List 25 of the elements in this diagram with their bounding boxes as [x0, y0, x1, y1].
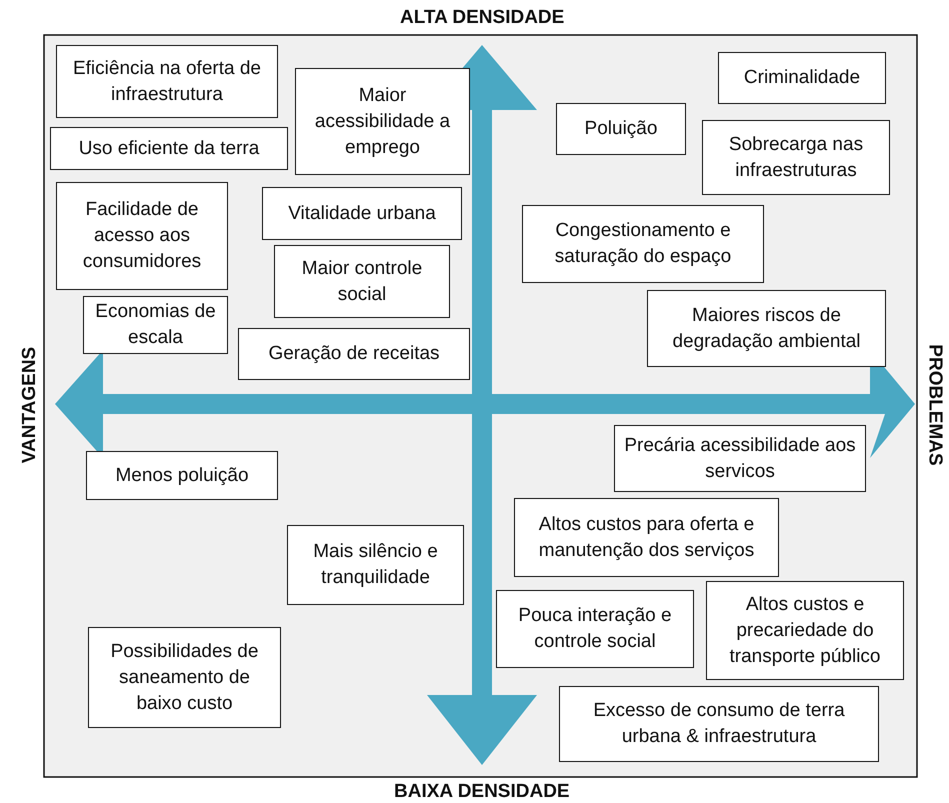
- axis-label: ALTA DENSIDADE: [400, 7, 564, 29]
- axis-label: PROBLEMAS: [923, 344, 946, 466]
- axis-label: VANTAGENS: [19, 346, 42, 464]
- text-box: Maior acessibilidade a emprego: [295, 68, 470, 175]
- text-box: Geração de receitas: [238, 328, 470, 380]
- text-box: Poluição: [556, 103, 686, 155]
- text-box: Excesso de consumo de terra urbana & infraestrutura: [559, 686, 879, 762]
- text-box: Economias de escala: [83, 296, 228, 354]
- text-box: Mais silêncio e tranquilidade: [287, 525, 464, 605]
- text-box: Maior controle social: [274, 245, 450, 318]
- text-box: Maiores riscos de degradação ambiental: [647, 290, 886, 367]
- text-box: Facilidade de acesso aos consumidores: [56, 182, 228, 290]
- axis-label: BAIXA DENSIDADE: [394, 781, 570, 803]
- text-box: Pouca interação e controle social: [496, 590, 694, 668]
- text-box: Uso eficiente da terra: [50, 127, 288, 170]
- text-box: Possibilidades de saneamento de baixo custo: [88, 627, 281, 728]
- text-box: Altos custos e precariedade do transporte público: [706, 581, 904, 680]
- text-box: Sobrecarga nas infraestruturas: [702, 120, 890, 195]
- text-box: Congestionamento e saturação do espaço: [522, 205, 764, 283]
- text-box: Menos poluição: [86, 451, 278, 500]
- text-box: Eficiência na oferta de infraestrutura: [56, 45, 278, 118]
- text-box: Criminalidade: [718, 52, 886, 104]
- text-box: Vitalidade urbana: [262, 187, 462, 240]
- text-box: Precária acessibilidade aos servicos: [614, 425, 866, 492]
- text-box: Altos custos para oferta e manutenção dos serviços: [514, 498, 779, 577]
